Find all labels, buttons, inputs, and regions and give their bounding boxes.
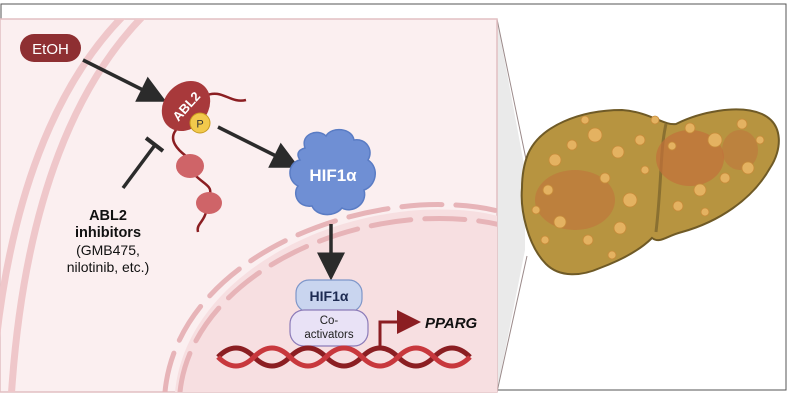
inhibitor-tbar — [144, 136, 165, 153]
transcription-arrow — [378, 310, 421, 346]
hif1a-coactivator-complex: HIF1α Co- activators — [289, 279, 369, 347]
inhibitor-examples-line1: (GMB475, — [76, 242, 140, 258]
liver-illustration — [520, 108, 780, 276]
liver-fat-droplets — [531, 115, 765, 260]
etoh-to-abl2-arrow — [82, 58, 167, 102]
abl2-sh3-domain — [176, 154, 204, 178]
dna-strand-1 — [216, 345, 472, 369]
inhibitor-title-line2: inhibitors — [75, 225, 141, 241]
hif1a-cyto-label: HIF1α — [309, 166, 357, 185]
pparg-gene-label: PPARG — [425, 315, 478, 332]
liver-dark-patch-left — [535, 170, 615, 230]
abl2-sh2-domain — [196, 192, 222, 214]
abl2-protein: ABL2 P — [161, 80, 247, 233]
abl2-linker-1 — [171, 129, 187, 157]
inhibitor-line — [121, 143, 157, 190]
zoom-line-bottom — [496, 255, 528, 393]
zoom-connector — [497, 19, 525, 392]
abl2-tail-bottom — [196, 211, 208, 233]
liver-dark-patch-edge — [722, 130, 758, 170]
dna-strand-2 — [216, 345, 472, 369]
zoom-line-top — [496, 18, 528, 165]
hif1a-nuc-label: HIF1α — [310, 288, 349, 304]
hif1a-cytoplasmic: HIF1α — [289, 128, 376, 216]
etoh-node: EtOH — [20, 34, 81, 62]
cell-membrane-outer — [0, 19, 126, 339]
etoh-label: EtOH — [32, 41, 69, 58]
nuclear-envelope-outer — [162, 202, 497, 392]
abl2-to-hif1a-arrow — [217, 125, 300, 168]
coactivator-label-line1: Co- — [320, 315, 339, 327]
coactivator-label-line2: activators — [304, 329, 353, 341]
inhibitor-annotation: ABL2 inhibitors (GMB475, nilotinib, etc.… — [67, 208, 149, 275]
cell-membrane-inner — [8, 19, 146, 392]
etoh-pill — [20, 34, 81, 62]
inhibitor-title-line1: ABL2 — [89, 208, 127, 224]
dna-helix — [216, 345, 472, 369]
coactivator-box — [289, 309, 369, 347]
hif1a-blob — [289, 128, 376, 216]
phospho-label: P — [196, 119, 203, 131]
inhibitor-examples-line2: nilotinib, etc.) — [67, 259, 149, 275]
phospho-badge — [189, 112, 211, 134]
nuclear-envelope-inner — [177, 216, 497, 392]
